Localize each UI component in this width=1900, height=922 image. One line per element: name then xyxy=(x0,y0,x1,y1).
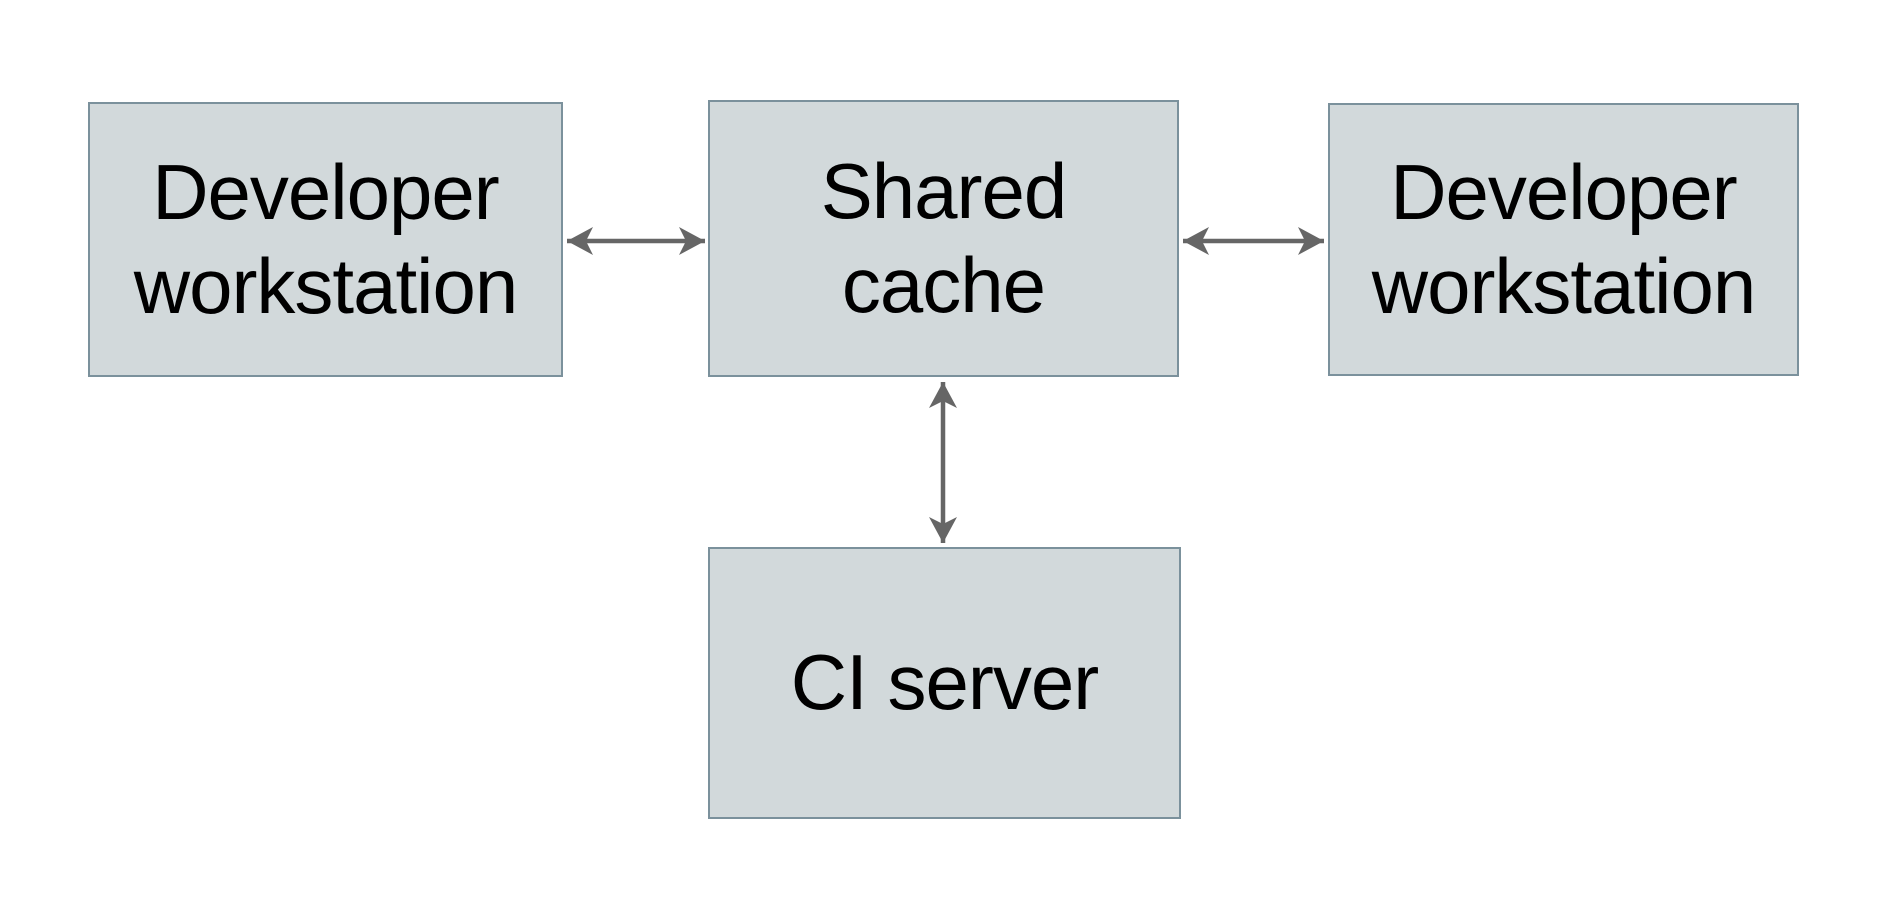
node-label-developer-workstation-left: Developer workstation xyxy=(133,147,519,330)
node-label-shared-cache: Shared cache xyxy=(820,146,1068,329)
node-label-developer-workstation-right: Developer workstation xyxy=(1371,147,1757,330)
node-developer-workstation-left: Developer workstation xyxy=(88,102,563,377)
node-ci-server: CI server xyxy=(708,547,1181,819)
node-shared-cache: Shared cache xyxy=(708,100,1179,377)
node-label-ci-server: CI server xyxy=(790,638,1099,727)
node-developer-workstation-right: Developer workstation xyxy=(1328,103,1799,376)
